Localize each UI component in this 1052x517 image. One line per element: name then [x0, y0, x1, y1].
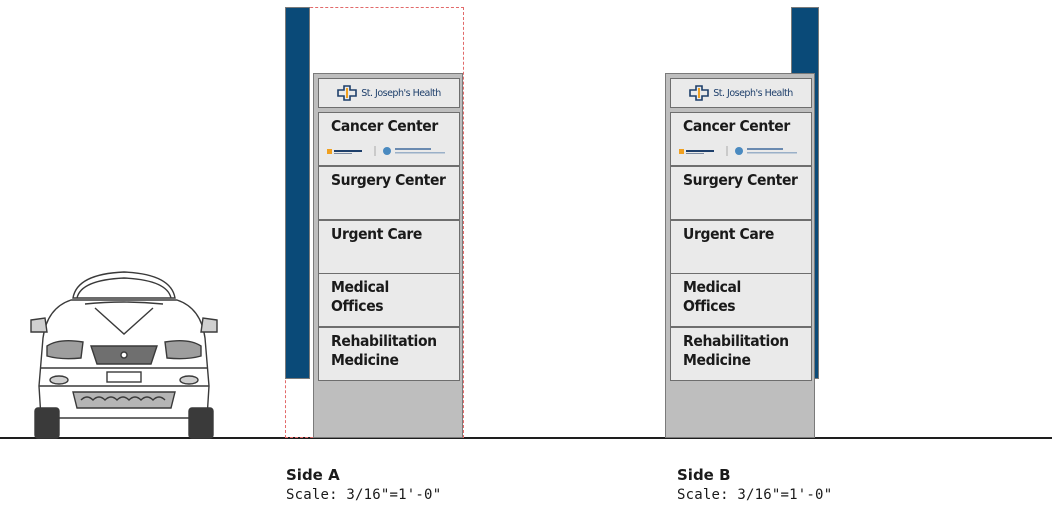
tenant-label: Surgery Center [683, 171, 798, 189]
side-b-tenant-panel: Urgent Care [670, 220, 812, 274]
side-a-caption: Side A [286, 466, 340, 484]
tenant-label: Cancer Center [331, 117, 438, 135]
side-b-scale: Scale: 3/16"=1'-0" [677, 487, 833, 503]
side-a-scale: Scale: 3/16"=1'-0" [286, 487, 442, 503]
tenant-label: Urgent Care [331, 225, 423, 243]
brand-name: St. Joseph's Health [713, 87, 793, 99]
tenant-label: Surgery Center [331, 171, 446, 189]
tenant-label: Rehabilitation Medicine [683, 332, 789, 369]
tenant-label: Urgent Care [683, 225, 775, 243]
affiliate-logos-icon [679, 146, 797, 156]
cross-icon [689, 85, 710, 101]
side-a-sign: St. Joseph's Health Cancer Center Surger… [313, 73, 463, 438]
side-a-tenant-panel: Rehabilitation Medicine [318, 327, 460, 381]
side-a-pylon-blade [285, 7, 310, 379]
tenant-label: Medical Offices [331, 278, 389, 315]
car-icon [30, 271, 218, 439]
side-b-tenant-panel: Surgery Center [670, 166, 812, 220]
brand-name: St. Joseph's Health [361, 87, 441, 99]
tenant-label: Rehabilitation Medicine [331, 332, 437, 369]
side-a-logo-panel: St. Joseph's Health [318, 78, 460, 108]
side-a-tenant-panel: Surgery Center [318, 166, 460, 220]
side-a-tenant-panel: Urgent Care [318, 220, 460, 274]
side-b-tenant-panel: Cancer Center [670, 112, 812, 166]
side-b-tenant-panel: Medical Offices [670, 273, 812, 327]
side-b-logo-panel: St. Joseph's Health [670, 78, 812, 108]
side-a-tenant-panel: Medical Offices [318, 273, 460, 327]
ground-line [0, 437, 1052, 439]
affiliate-logos-icon [327, 146, 445, 156]
side-b-sign: St. Joseph's Health Cancer Center Surger… [665, 73, 815, 438]
tenant-label: Medical Offices [683, 278, 741, 315]
side-b-tenant-panel: Rehabilitation Medicine [670, 327, 812, 381]
side-a-tenant-panel: Cancer Center [318, 112, 460, 166]
side-b-caption: Side B [677, 466, 731, 484]
cross-icon [337, 85, 358, 101]
tenant-label: Cancer Center [683, 117, 790, 135]
